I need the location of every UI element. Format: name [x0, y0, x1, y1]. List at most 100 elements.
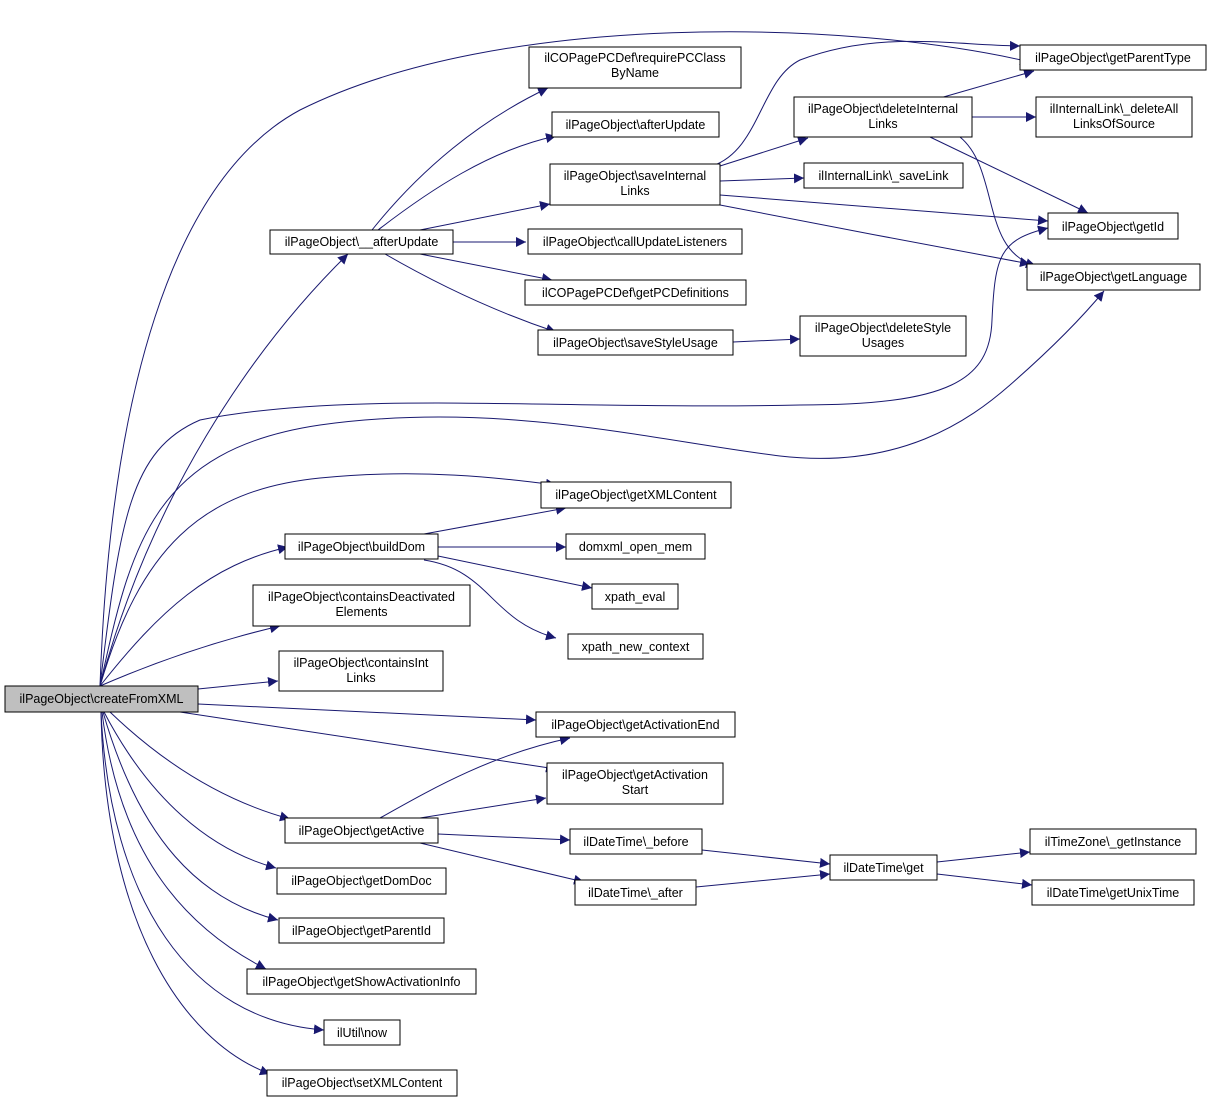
node-label: domxml_open_mem: [579, 540, 692, 554]
node-label-line2: Links: [346, 671, 375, 685]
node-label-line1: ilPageObject\deleteStyle: [815, 321, 951, 335]
edge-saveinternallinks-savelink: [719, 173, 805, 184]
node-deletealllinksofsource[interactable]: ilInternalLink\_deleteAll LinksOfSource: [1035, 96, 1193, 138]
edge-builddom-xpatheval: [437, 555, 593, 591]
node-label: ilPageObject\getId: [1062, 220, 1164, 234]
node-label: ilPageObject\afterUpdate: [566, 118, 706, 132]
edge-savestyleusage-deletestyleusages: [732, 334, 801, 345]
node-deletestyleusages[interactable]: ilPageObject\deleteStyle Usages: [799, 315, 967, 357]
node-label: ilCOPagePCDef\getPCDefinitions: [542, 286, 729, 300]
node-domxml-open-mem[interactable]: domxml_open_mem: [565, 533, 706, 560]
node-getactivationend[interactable]: ilPageObject\getActivationEnd: [535, 711, 736, 738]
node-label: ilPageObject\getParentType: [1035, 51, 1191, 65]
edge-createfromxml-getparentid: [102, 711, 279, 923]
node-callupdatelisteners[interactable]: ilPageObject\callUpdateListeners: [527, 228, 743, 255]
node-setxmlcontent[interactable]: ilPageObject\setXMLContent: [266, 1069, 458, 1097]
node-label-line1: ilPageObject\getActivation: [562, 768, 708, 782]
node-afterupdate[interactable]: ilPageObject\afterUpdate: [551, 111, 720, 138]
node-label-line2: LinksOfSource: [1073, 117, 1155, 131]
node-label-line1: ilCOPagePCDef\requirePCClass: [544, 51, 725, 65]
node-requirepcclassbyname[interactable]: ilCOPagePCDef\requirePCClass ByName: [528, 46, 742, 89]
node-label-line1: ilPageObject\saveInternal: [564, 169, 706, 183]
node-label: ilDateTime\get: [843, 861, 924, 875]
node-label: ilPageObject\getParentId: [292, 924, 431, 938]
node-label: ilPageObject\saveStyleUsage: [553, 336, 718, 350]
node-savestyleusage[interactable]: ilPageObject\saveStyleUsage: [537, 329, 734, 356]
edge-createfromxml-getlanguage: [99, 290, 1105, 687]
edge-getactive-before: [437, 833, 571, 845]
node-getdomdoc[interactable]: ilPageObject\getDomDoc: [276, 867, 447, 895]
edge-saveinternallinks-deleteinternallinks: [719, 136, 809, 167]
node-getshowactivationinfo[interactable]: ilPageObject\getShowActivationInfo: [246, 968, 477, 995]
edge-getactive-getactivationend: [379, 735, 571, 819]
edge-createfromxml-getdomdoc: [103, 711, 277, 871]
node-label: ilPageObject\getXMLContent: [555, 488, 717, 502]
node-deleteinternallinks[interactable]: ilPageObject\deleteInternal Links: [793, 96, 973, 138]
node-getid[interactable]: ilPageObject\getId: [1047, 212, 1179, 240]
edge-afterupdate_-getpcdefinitions: [419, 253, 553, 283]
node-label-line1: ilInternalLink\_deleteAll: [1050, 102, 1179, 116]
node-getactive[interactable]: ilPageObject\getActive: [284, 817, 439, 844]
edge-getactive-getactivationstart: [419, 794, 547, 819]
node-label: ilPageObject\__afterUpdate: [285, 235, 439, 249]
edge-dtget-tzinstance: [936, 848, 1031, 863]
edge-createfromxml-afterupdate_: [99, 253, 349, 687]
node-afterupdate-internal[interactable]: ilPageObject\__afterUpdate: [269, 229, 454, 255]
nodes: ilPageObject\createFromXML ilPageObject\…: [4, 44, 1207, 1097]
node-label-line1: ilPageObject\containsDeactivated: [268, 590, 455, 604]
edge-createfromxml-containsdeactivated: [99, 623, 281, 687]
edge-dtget-unixtime: [936, 873, 1033, 889]
node-label: xpath_new_context: [582, 640, 690, 654]
node-label-line2: Usages: [862, 336, 904, 350]
node-datetime-after[interactable]: ilDateTime\_after: [574, 879, 697, 906]
edge-afterupdate_-afterupdate: [377, 133, 557, 231]
edge-afterupdate_-saveinternallinks: [419, 201, 551, 231]
node-datetime-getunixtime[interactable]: ilDateTime\getUnixTime: [1031, 879, 1195, 906]
node-savelink[interactable]: ilInternalLink\_saveLink: [803, 162, 964, 189]
node-label-line1: ilPageObject\containsInt: [294, 656, 429, 670]
edge-createfromxml-utilnow: [100, 711, 325, 1035]
node-label: ilDateTime\getUnixTime: [1047, 886, 1179, 900]
node-timezone-getinstance[interactable]: ilTimeZone\_getInstance: [1029, 828, 1197, 855]
node-getactivationstart[interactable]: ilPageObject\getActivation Start: [546, 762, 724, 805]
node-getparenttype[interactable]: ilPageObject\getParentType: [1019, 44, 1207, 71]
node-getparentid[interactable]: ilPageObject\getParentId: [278, 917, 445, 944]
edges: [99, 31, 1105, 1076]
node-label: ilPageObject\getShowActivationInfo: [262, 975, 460, 989]
node-label: ilPageObject\createFromXML: [20, 692, 184, 706]
edge-createfromxml-builddom: [99, 544, 289, 687]
node-getpcdefinitions[interactable]: ilCOPagePCDef\getPCDefinitions: [524, 279, 747, 306]
node-containsintlinks[interactable]: ilPageObject\containsInt Links: [278, 650, 444, 692]
node-containsdeactivatedelements[interactable]: ilPageObject\containsDeactivated Element…: [252, 584, 471, 627]
node-label: ilPageObject\buildDom: [298, 540, 425, 554]
node-label: ilUtil\now: [337, 1026, 388, 1040]
node-createfromxml[interactable]: ilPageObject\createFromXML: [4, 685, 199, 713]
node-getlanguage[interactable]: ilPageObject\getLanguage: [1026, 263, 1201, 291]
edge-createfromxml-getid: [99, 225, 1049, 687]
edge-createfromxml-containsint: [197, 677, 279, 690]
edge-createfromxml-getactive: [109, 711, 291, 822]
node-datetime-before[interactable]: ilDateTime\_before: [569, 828, 703, 855]
node-label: ilPageObject\getDomDoc: [291, 874, 431, 888]
node-label: ilPageObject\getLanguage: [1040, 270, 1187, 284]
edge-getactive-after: [419, 842, 585, 885]
edge-saveinternallinks-getparenttype: [711, 40, 1021, 167]
node-label-line2: Start: [622, 783, 649, 797]
edge-after-dtget: [695, 869, 831, 888]
node-label: ilPageObject\setXMLContent: [282, 1076, 443, 1090]
node-saveinternallinks[interactable]: ilPageObject\saveInternal Links: [549, 163, 721, 206]
edge-deleteinternallinks-getparenttype: [939, 68, 1035, 99]
node-xpath-eval[interactable]: xpath_eval: [591, 583, 679, 610]
node-label: ilPageObject\callUpdateListeners: [543, 235, 727, 249]
node-label: ilDateTime\_after: [588, 886, 683, 900]
edge-saveinternallinks-getid: [719, 194, 1049, 226]
node-builddom[interactable]: ilPageObject\buildDom: [284, 533, 439, 560]
node-getxmlcontent[interactable]: ilPageObject\getXMLContent: [540, 481, 732, 509]
node-datetime-get[interactable]: ilDateTime\get: [829, 854, 938, 881]
node-label: ilTimeZone\_getInstance: [1045, 835, 1181, 849]
node-xpath-new-context[interactable]: xpath_new_context: [567, 633, 704, 660]
node-util-now[interactable]: ilUtil\now: [323, 1019, 401, 1046]
edge-deleteinternallinks-getlanguage: [959, 136, 1037, 269]
node-label: xpath_eval: [605, 590, 665, 604]
